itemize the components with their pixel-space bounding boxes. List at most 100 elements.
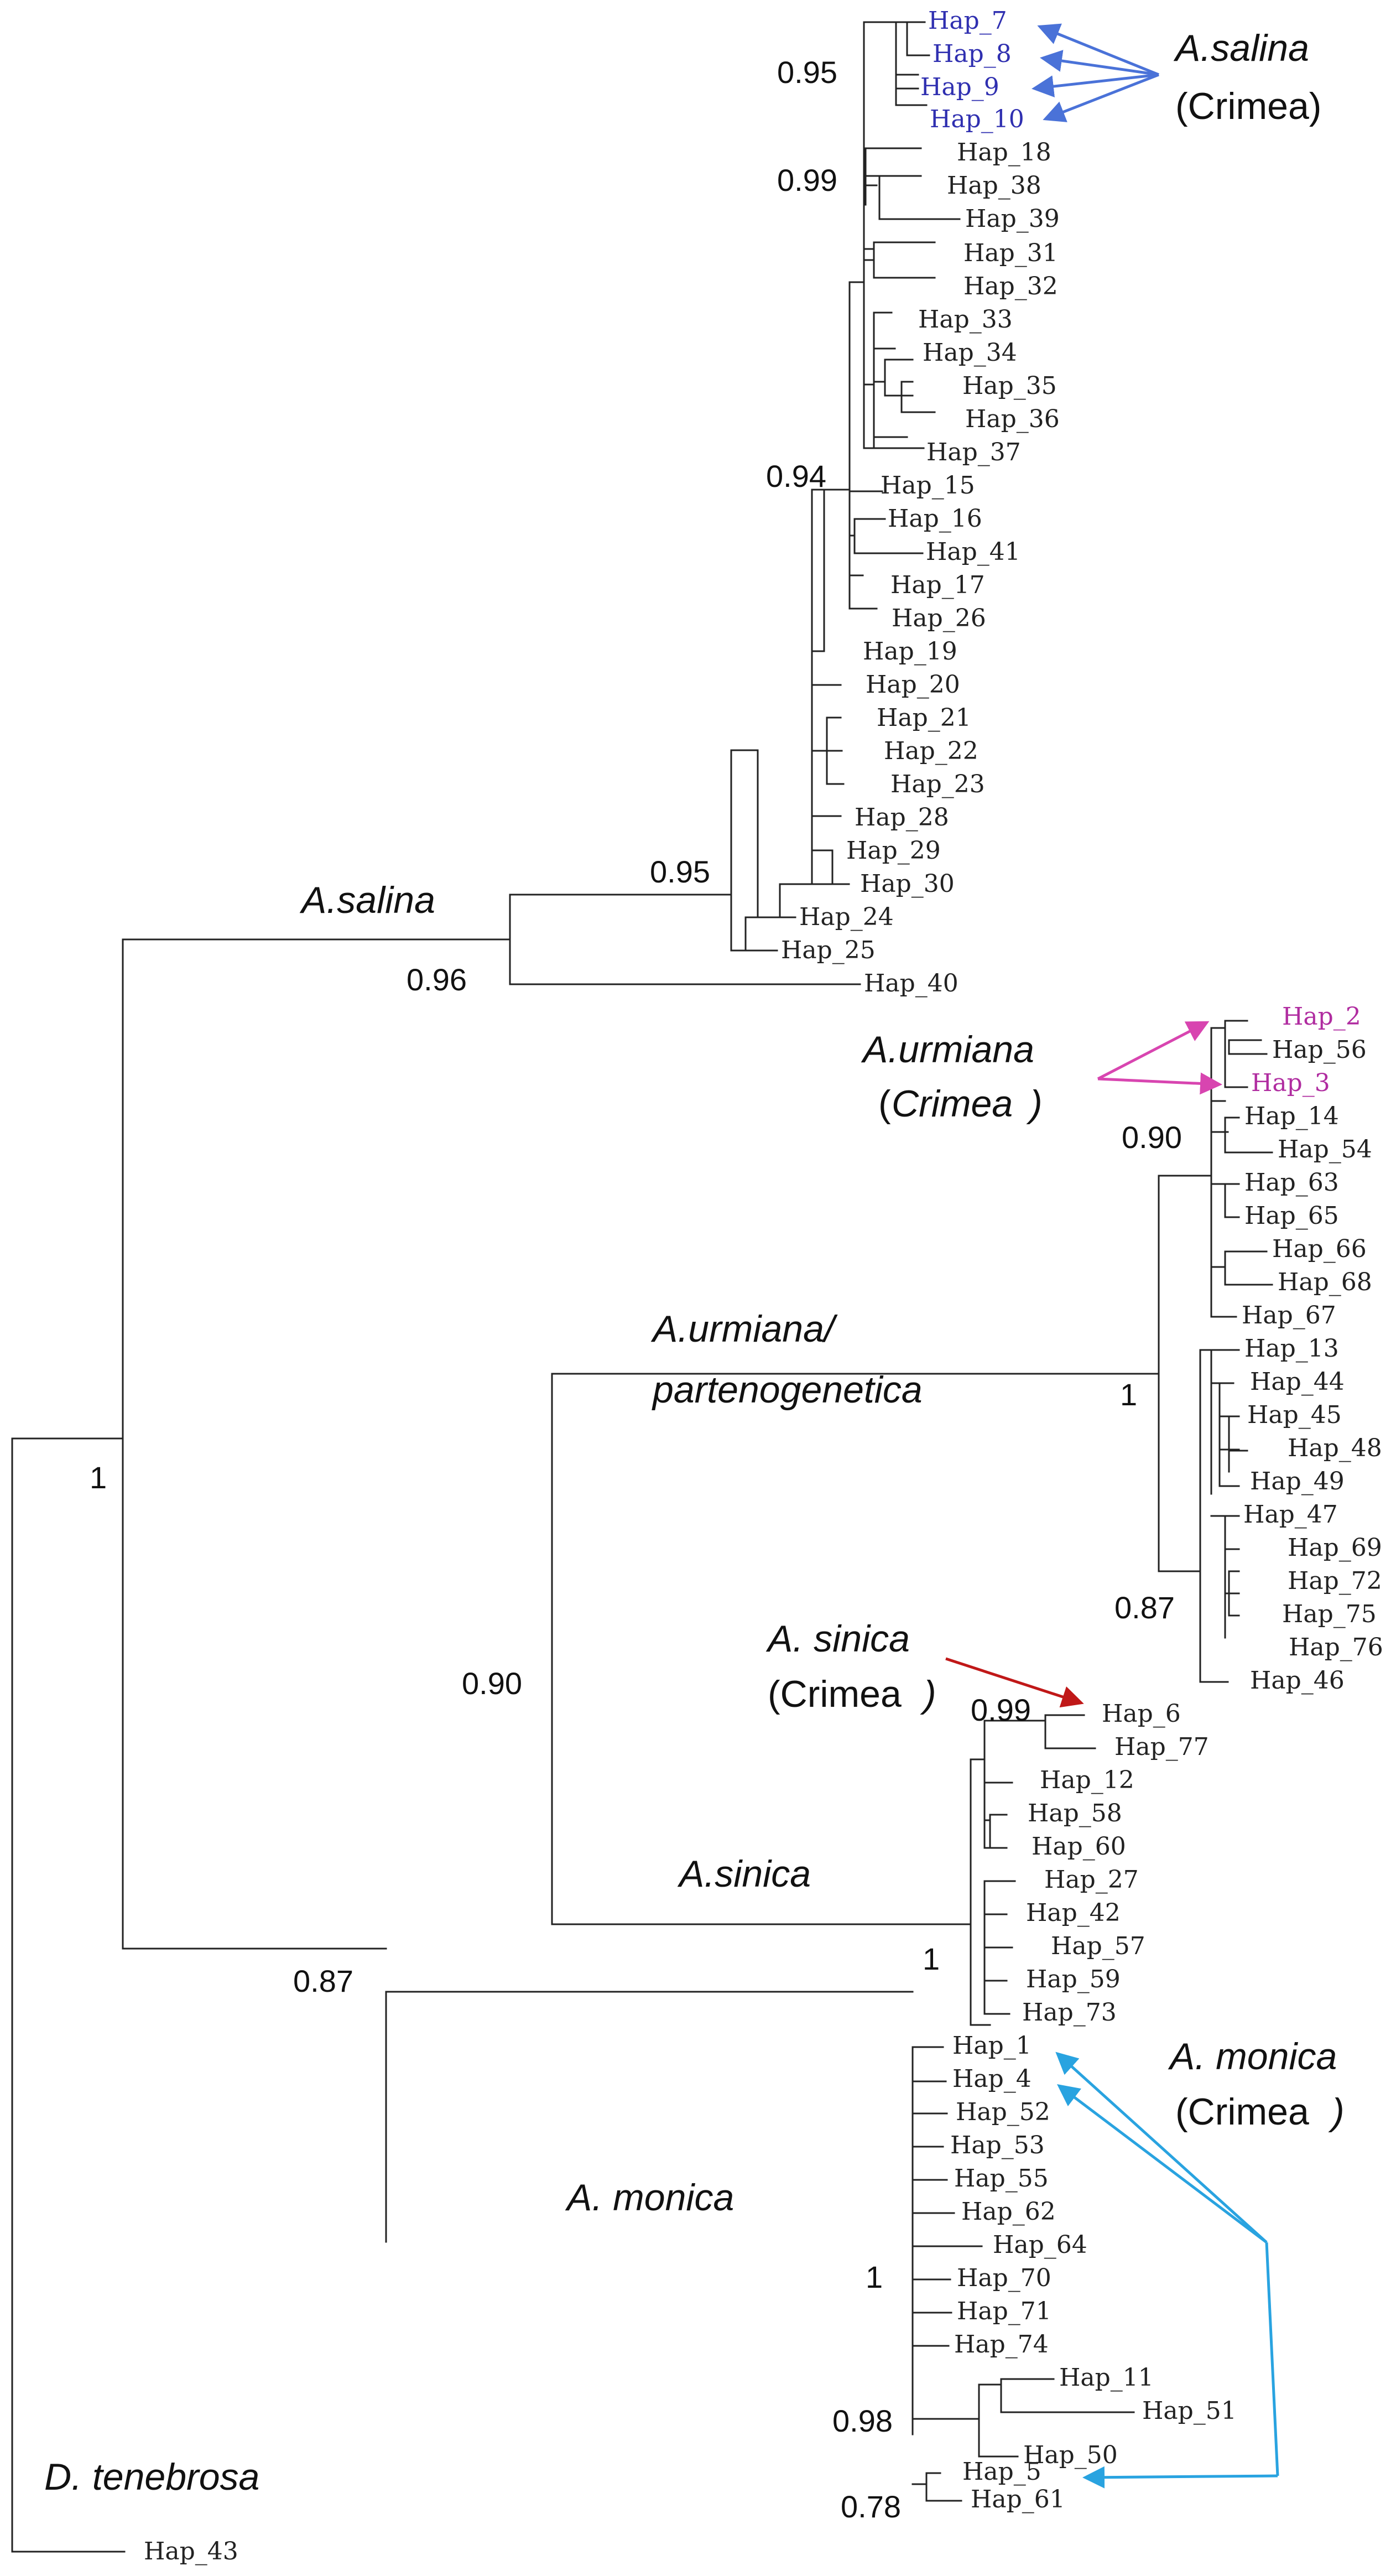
leaf-hap-48: Hap_48 (1288, 1434, 1382, 1462)
annotation-monica: A. monica (Crimea ) (1055, 2035, 1345, 2489)
leaf-hap-38: Hap_38 (947, 172, 1041, 200)
clade-label-sinica: A.sinica (677, 1853, 811, 1895)
leaf-hap-12: Hap_12 (1040, 1766, 1134, 1794)
branch-sinica-root (970, 1758, 991, 2026)
leaf-hap-10: Hap_10 (930, 105, 1024, 133)
leaf-hap-25: Hap_25 (781, 936, 876, 964)
leaf-hap-56: Hap_56 (1272, 1036, 1367, 1064)
arrow-salina-hap-10 (1043, 73, 1159, 122)
arrow-urmiana-hap-3 (1097, 1072, 1222, 1095)
leaf-hap-16: Hap_16 (888, 505, 982, 533)
leaf-hap-76: Hap_76 (1289, 1633, 1383, 1661)
branch-salina-33-37 (873, 311, 914, 448)
arrow-urmiana-hap-2 (1097, 1021, 1210, 1081)
leaf-hap-39: Hap_39 (965, 205, 1060, 233)
clade-label-urmiana-1: A.urmiana/ (650, 1308, 838, 1350)
branch-salina-16-41 (848, 518, 924, 554)
leaf-hap-7: Hap_7 (928, 7, 1007, 35)
leaf-hap-30: Hap_30 (860, 870, 955, 898)
leaf-hap-5: Hap_5 (962, 2458, 1041, 2486)
support-1-root: 1 (90, 1460, 107, 1495)
support-0-78: 0.78 (841, 2489, 901, 2524)
branch-salina-18-39 (864, 147, 961, 220)
leaf-hap-9: Hap_9 (920, 73, 999, 101)
leaf-hap-13: Hap_13 (1244, 1334, 1339, 1363)
annotation-urmiana-paren-close: ) (1026, 1083, 1043, 1125)
support-1-sinica: 1 (923, 1941, 940, 1976)
branch-parteno-44-49 (1218, 1382, 1248, 1487)
branch-salina-31-32 (863, 241, 936, 279)
leaf-hap-51: Hap_51 (1142, 2397, 1237, 2425)
leaf-hap-75: Hap_75 (1282, 1600, 1377, 1628)
leaf-hap-19: Hap_19 (863, 637, 957, 666)
arrow-salina-hap-7 (1037, 23, 1159, 76)
annotation-sinica-location: (Crimea (768, 1673, 902, 1715)
leaf-hap-21: Hap_21 (877, 704, 971, 732)
branch-monica-root (385, 1991, 914, 2435)
annotation-salina-name: A.salina (1173, 27, 1309, 69)
leaf-hap-3: Hap_3 (1251, 1069, 1330, 1097)
leaf-hap-40: Hap_40 (864, 969, 959, 998)
leaf-hap-28: Hap_28 (855, 803, 949, 832)
branch-salina-1468 (811, 489, 825, 885)
branch-salina-group19 (811, 650, 850, 885)
annotation-urmiana-name: A.urmiana (861, 1029, 1034, 1071)
annotation-monica-location: (Crimea (1175, 2091, 1309, 2133)
leaf-hap-37: Hap_37 (926, 438, 1021, 466)
support-0-95-salina-top: 0.95 (777, 55, 837, 90)
leaf-hap-43: Hap_43 (144, 2537, 238, 2565)
leaf-hap-57: Hap_57 (1051, 1932, 1145, 1960)
branch-urmiana-2-56 (1224, 1020, 1268, 1088)
branch-urmiana-sinica (551, 1373, 1160, 1925)
branch-urmiana-63-65 (1224, 1183, 1240, 1218)
arrow-monica-hap-5 (1082, 2466, 1278, 2489)
leaf-hap-35: Hap_35 (962, 372, 1057, 400)
branch-sinica-list (983, 1880, 1016, 2015)
branch-salina-1410 (779, 883, 813, 918)
leaf-hap-66: Hap_66 (1272, 1235, 1367, 1263)
leaf-hap-62: Hap_62 (961, 2198, 1056, 2226)
leaf-hap-31: Hap_31 (963, 239, 1058, 267)
clade-label-salina: A.salina (299, 879, 435, 921)
leaf-hap-72: Hap_72 (1288, 1567, 1382, 1595)
leaf-hap-17: Hap_17 (890, 571, 985, 599)
leaf-hap-18: Hap_18 (957, 138, 1051, 167)
support-0-87-parteno: 0.87 (1114, 1590, 1175, 1625)
annotation-urmiana: A.urmiana ( Crimea ) (861, 1021, 1222, 1125)
branch-salina-tri (826, 716, 845, 785)
support-0-96: 0.96 (407, 962, 467, 997)
leaf-hap-23: Hap_23 (890, 770, 985, 798)
support-1-monica: 1 (866, 2260, 883, 2294)
arrow-salina-hap-8 (1040, 50, 1159, 76)
leaf-hap-33: Hap_33 (918, 305, 1013, 334)
leaf-hap-2: Hap_2 (1282, 1003, 1361, 1031)
branch-urmiana-root (1158, 1175, 1212, 1572)
leaf-hap-53: Hap_53 (950, 2131, 1045, 2159)
branch-monica-78 (911, 2472, 962, 2502)
leaf-hap-63: Hap_63 (1244, 1168, 1339, 1197)
branch-ingroup (122, 938, 511, 1950)
leaf-hap-60: Hap_60 (1032, 1832, 1126, 1861)
support-1-urmiana: 1 (1120, 1377, 1137, 1412)
leaf-hap-61: Hap_61 (971, 2485, 1065, 2513)
leaf-hap-58: Hap_58 (1028, 1799, 1122, 1827)
support-0-99: 0.99 (777, 163, 837, 198)
leaf-hap-4: Hap_4 (952, 2065, 1032, 2093)
annotation-salina: A.salina (Crimea) (1032, 23, 1321, 127)
leaf-hap-52: Hap_52 (956, 2098, 1050, 2126)
leaf-hap-20: Hap_20 (866, 671, 960, 699)
support-0-99-sinica: 0.99 (971, 1692, 1031, 1727)
branch-salina (509, 894, 861, 985)
leaf-hap-8: Hap_8 (933, 40, 1012, 68)
branch-root (11, 1437, 126, 2553)
branch-urmiana-66-68 (1215, 1250, 1273, 1286)
branch-salina-35-36 (884, 381, 936, 413)
branch-monica-98 (911, 2378, 1135, 2458)
support-0-94: 0.94 (766, 459, 826, 494)
branch-parteno-69-76 (1224, 1515, 1240, 1639)
leaf-hap-1: Hap_1 (952, 2032, 1032, 2060)
clade-labels: A.salina A.urmiana/ partenogenetica A.si… (44, 879, 923, 2498)
support-0-95-salina: 0.95 (650, 854, 710, 889)
leaf-hap-32: Hap_32 (963, 272, 1058, 300)
branch-urmiana-14-54 (1224, 1116, 1273, 1154)
